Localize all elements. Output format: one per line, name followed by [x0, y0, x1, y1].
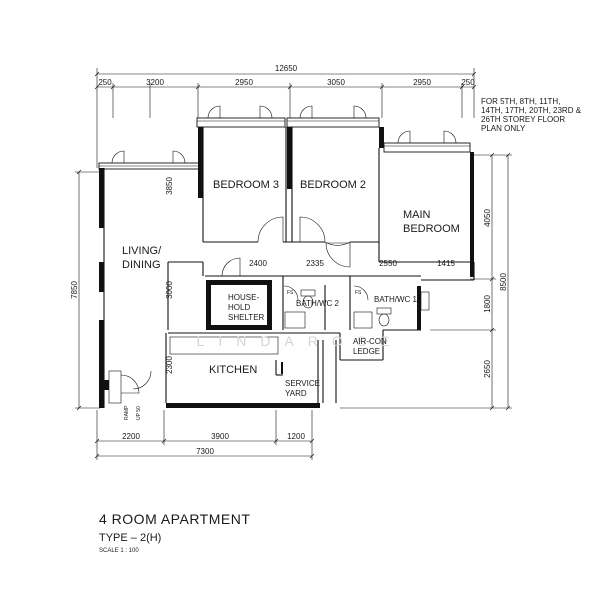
label-bedroom-2: BEDROOM 2 — [300, 179, 366, 191]
title-block: 4 ROOM APARTMENT TYPE – 2(H) SCALE 1 : 1… — [99, 511, 250, 554]
label-living-2: DINING — [122, 259, 161, 271]
note-line-1: FOR 5TH, 8TH, 11TH, — [481, 97, 560, 106]
watermark: LINDAROSE — [197, 333, 404, 349]
basin-icon — [353, 311, 373, 329]
label-living-1: LIVING/ — [122, 245, 162, 257]
note-line-2: 14TH, 17TH, 20TH, 23RD & — [481, 106, 582, 115]
label-shelter-1: HOUSE- — [228, 293, 259, 302]
label-bath-1: BATH/WC 1 — [374, 295, 418, 304]
dim-left-total: 7850 — [70, 281, 79, 299]
dim-inner-h-2: 2335 — [306, 259, 324, 268]
toilet-icon — [300, 289, 316, 309]
dim-inner-h-4: 1415 — [437, 259, 455, 268]
label-bath-2: BATH/WC 2 — [296, 299, 340, 308]
dim-bottom-2: 3900 — [211, 432, 229, 441]
dim-top-6: 250 — [461, 78, 475, 87]
dim-inner-v-1: 3850 — [165, 177, 174, 195]
window-sills — [98, 105, 471, 170]
top-dimensions: 12650 250 3200 2950 3050 2950 250 — [94, 64, 477, 168]
toilet-icon — [376, 307, 392, 327]
label-aircon-2: LEDGE — [353, 347, 380, 356]
note-line-3: 26TH STOREY FLOOR — [481, 115, 565, 124]
label-yard-1: SERVICE — [285, 379, 320, 388]
window-unit-icon — [420, 291, 430, 311]
dim-bottom-1: 2200 — [122, 432, 140, 441]
label-main-bedroom-2: BEDROOM — [403, 223, 460, 235]
label-shelter-3: SHELTER — [228, 313, 265, 322]
label-kitchen: KITCHEN — [209, 364, 257, 376]
plan-title: 4 ROOM APARTMENT — [99, 511, 250, 527]
right-dimensions: 4050 1800 2650 8500 — [340, 152, 512, 411]
walls — [99, 127, 474, 408]
dim-bottom-total: 7300 — [196, 447, 214, 456]
dim-inner-h-1: 2400 — [249, 259, 267, 268]
basin-icon — [284, 311, 306, 329]
storey-note: FOR 5TH, 8TH, 11TH, 14TH, 17TH, 20TH, 23… — [481, 97, 582, 133]
doors — [120, 216, 369, 394]
dim-top-1: 250 — [98, 78, 112, 87]
label-bedroom-3: BEDROOM 3 — [213, 179, 279, 191]
dim-inner-h-3: 2550 — [379, 259, 397, 268]
dim-top-5: 2950 — [413, 78, 431, 87]
dim-right-2: 1800 — [483, 295, 492, 313]
dim-top-3: 2950 — [235, 78, 253, 87]
label-yard-2: YARD — [285, 389, 307, 398]
dim-bottom-3: 1200 — [287, 432, 305, 441]
plan-type: TYPE – 2(H) — [99, 532, 161, 544]
inner-dimensions: 3850 3000 2300 2400 2335 2550 1415 — [165, 177, 455, 374]
dim-right-total: 8500 — [499, 273, 508, 291]
fixtures — [281, 289, 430, 374]
label-fs-2: FS — [355, 290, 362, 296]
dim-right-1: 4050 — [483, 209, 492, 227]
tap-icon — [281, 362, 283, 374]
dim-top-2: 3200 — [146, 78, 164, 87]
plan-scale: SCALE 1 : 100 — [99, 548, 139, 554]
dim-inner-v-3: 2300 — [165, 356, 174, 374]
left-dimension: 7850 — [70, 169, 100, 411]
room-labels: BEDROOM 3 BEDROOM 2 MAIN BEDROOM LIVING/… — [122, 179, 460, 420]
dim-inner-v-2: 3000 — [165, 281, 174, 299]
dim-total-width: 12650 — [275, 64, 298, 73]
label-aircon-1: AIR-CON — [353, 337, 387, 346]
note-line-4: PLAN ONLY — [481, 124, 526, 133]
dim-top-4: 3050 — [327, 78, 345, 87]
dim-right-3: 2650 — [483, 360, 492, 378]
label-main-bedroom-1: MAIN — [403, 209, 431, 221]
bottom-dimensions: 2200 3900 1200 7300 — [94, 410, 315, 460]
label-ramp-1: RAMP — [124, 405, 130, 420]
label-shelter-2: HOLD — [228, 303, 250, 312]
label-fs-1: FS — [287, 290, 294, 296]
interior-lines — [103, 127, 475, 408]
label-ramp-2: UP 50 — [136, 406, 142, 420]
